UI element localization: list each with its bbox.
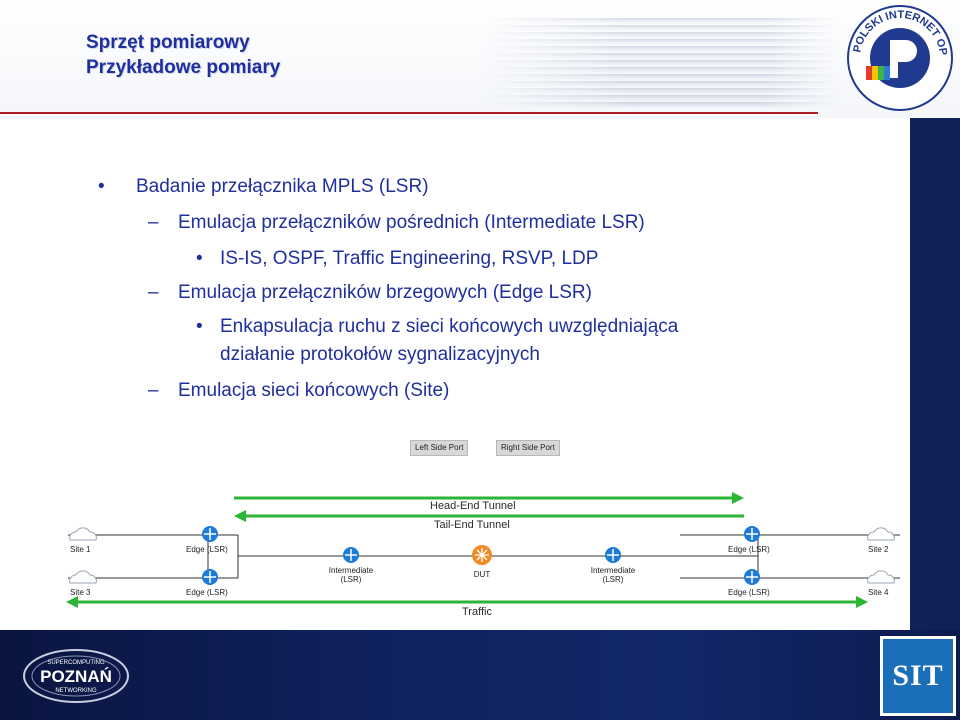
intermediate-lsr-left-label: Intermediate (LSR): [328, 566, 374, 584]
right-side-port-button[interactable]: Right Side Port: [496, 440, 560, 456]
poznan-logo-bottom: NETWORKING: [55, 688, 97, 694]
site-2-label: Site 2: [868, 545, 889, 554]
site-2-cloud-icon: [867, 527, 895, 541]
sit-logo-text: SIT: [892, 659, 944, 692]
right-side-band: [910, 118, 960, 630]
edge-lsr-left-bottom-label: Edge (LSR): [186, 588, 228, 597]
intermediate-router-right-icon: [605, 547, 621, 563]
title-line-2: Przykładowe pomiary: [86, 57, 281, 78]
head-end-tunnel-arrow: [234, 492, 744, 504]
edge-lsr-right-bottom-label: Edge (LSR): [728, 588, 770, 597]
edge-router-left-top-icon: [202, 526, 218, 542]
content-area: [58, 118, 910, 630]
title-line-1: Sprzęt pomiarowy: [86, 32, 250, 53]
intermediate-lsr-right-label: Intermediate (LSR): [590, 566, 636, 584]
pio-logo: POLSKI INTERNET OPTYCZNY: [846, 4, 953, 111]
header-decoration: [480, 18, 840, 108]
tail-end-tunnel-arrow: [234, 510, 744, 522]
diagram-graphics: [66, 492, 900, 608]
site-3-cloud-icon: [69, 570, 97, 584]
traffic-arrow: [66, 596, 868, 608]
edge-lsr-left-top-label: Edge (LSR): [186, 545, 228, 554]
intermediate-router-left-icon: [343, 547, 359, 563]
poznan-logo-top: SUPERCOMPUTING: [47, 660, 105, 666]
site-4-label: Site 4: [868, 588, 889, 597]
left-side-port-button[interactable]: Left Side Port: [410, 440, 469, 456]
dut-label: DUT: [473, 570, 491, 579]
slide-title: Sprzęt pomiarowy Przykładowe pomiary: [86, 30, 280, 80]
poznan-logo: SUPERCOMPUTING POZNAŃ NETWORKING: [23, 649, 129, 703]
dut-icon: [472, 545, 492, 565]
edge-router-left-bottom-icon: [202, 569, 218, 585]
edge-lsr-right-top-label: Edge (LSR): [728, 545, 770, 554]
sit-logo: SIT: [880, 636, 956, 716]
header-rule: [0, 112, 818, 114]
footer-band: [0, 630, 960, 720]
tail-end-tunnel-label: Tail-End Tunnel: [434, 519, 510, 531]
head-end-tunnel-label: Head-End Tunnel: [430, 500, 516, 512]
edge-router-right-bottom-icon: [744, 569, 760, 585]
poznan-logo-main: POZNAŃ: [40, 667, 112, 686]
header-band: [0, 0, 960, 118]
site-3-label: Site 3: [70, 588, 91, 597]
site-4-cloud-icon: [867, 570, 895, 584]
site-1-label: Site 1: [70, 545, 91, 554]
edge-router-right-top-icon: [744, 526, 760, 542]
site-1-cloud-icon: [69, 527, 97, 541]
mpls-diagram: Left Side Port Right Side Port: [58, 430, 910, 630]
traffic-label: Traffic: [462, 606, 492, 618]
